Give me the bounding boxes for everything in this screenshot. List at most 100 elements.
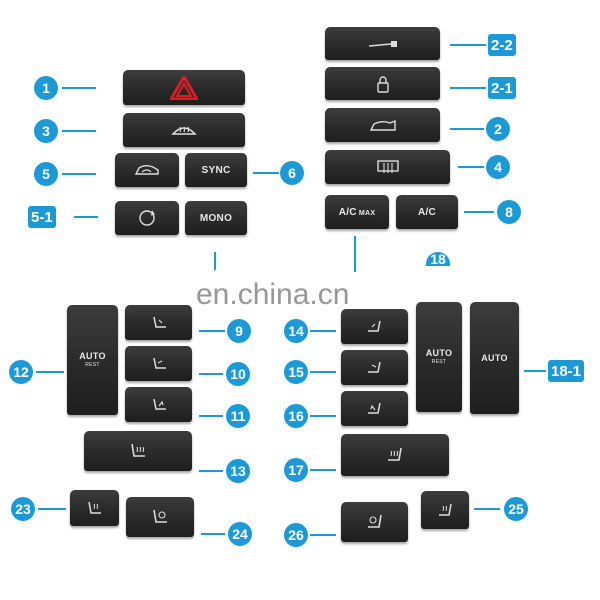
leader-line bbox=[38, 508, 66, 510]
callout-13: 13 bbox=[226, 459, 250, 483]
circular-arrow-icon bbox=[137, 208, 157, 228]
front-defrost-button[interactable] bbox=[123, 113, 245, 147]
leader-line bbox=[36, 371, 64, 373]
rest-mid-label: REST bbox=[431, 359, 447, 365]
leader-line bbox=[62, 130, 96, 132]
auto-left-label: AUTO bbox=[79, 351, 106, 361]
callout-10: 10 bbox=[226, 362, 250, 386]
seat-ventilation-icon bbox=[150, 507, 170, 527]
auto-recirc-button[interactable] bbox=[115, 201, 179, 235]
watermark: en.china.cn bbox=[196, 278, 350, 311]
leader-line bbox=[310, 469, 336, 471]
callout-26: 26 bbox=[284, 523, 308, 547]
seat-lumbar-icon bbox=[150, 356, 168, 372]
leader-line bbox=[450, 44, 486, 46]
leader-line bbox=[62, 173, 96, 175]
recirculation-button[interactable] bbox=[115, 153, 179, 187]
windshield-defrost-icon bbox=[171, 122, 197, 138]
leader-line bbox=[199, 415, 223, 417]
callout-5-1: 5-1 bbox=[28, 206, 56, 228]
seat-heat-icon bbox=[385, 445, 405, 465]
callout-11: 11 bbox=[226, 404, 250, 428]
seat-lumbar-left-button[interactable] bbox=[125, 346, 192, 381]
auto-rest-left-button[interactable]: AUTO REST bbox=[67, 305, 118, 415]
callout-18: 18 bbox=[426, 252, 450, 266]
mono-button[interactable]: MONO bbox=[185, 201, 247, 235]
seat-heat-icon bbox=[128, 441, 148, 461]
rear-window-defrost-icon bbox=[376, 159, 400, 175]
callout-3: 3 bbox=[34, 119, 58, 143]
seat-bolster-left-button[interactable] bbox=[125, 305, 192, 340]
trunk-open-button[interactable] bbox=[325, 108, 440, 142]
seat-heat-small-left-button[interactable] bbox=[70, 490, 119, 526]
callout-2: 2 bbox=[486, 117, 510, 141]
ac-max-label: A/C bbox=[338, 206, 357, 218]
seat-massage-right-button[interactable] bbox=[341, 391, 408, 426]
ac-max-sub-label: MAX bbox=[358, 209, 376, 217]
seat-heat-icon bbox=[436, 501, 454, 519]
leader-line bbox=[310, 371, 336, 373]
leader-line bbox=[458, 166, 484, 168]
callout-23: 23 bbox=[11, 497, 35, 521]
ac-button[interactable]: A/C bbox=[396, 195, 458, 229]
trunk-lock-button[interactable] bbox=[325, 67, 440, 100]
seat-lumbar-right-button[interactable] bbox=[341, 350, 408, 385]
seat-massage-icon bbox=[150, 397, 168, 413]
lock-icon bbox=[376, 75, 390, 93]
callout-16: 16 bbox=[284, 404, 308, 428]
hazard-button[interactable] bbox=[123, 70, 245, 105]
seat-lumbar-icon bbox=[366, 360, 384, 376]
seat-ventilate-right-button[interactable] bbox=[341, 502, 408, 542]
seat-bolster-icon bbox=[366, 319, 384, 335]
rest-left-label: REST bbox=[85, 362, 100, 368]
callout-2-2: 2-2 bbox=[488, 34, 516, 56]
hazard-triangle-icon bbox=[170, 75, 198, 100]
trunk-close-button[interactable] bbox=[325, 27, 440, 60]
leader-line bbox=[450, 87, 486, 89]
callout-2-1: 2-1 bbox=[488, 77, 516, 99]
callout-17: 17 bbox=[284, 458, 308, 482]
seat-heat-icon bbox=[86, 499, 104, 517]
callout-8: 8 bbox=[497, 200, 521, 224]
leader-line bbox=[310, 330, 336, 332]
seat-heat-small-right-button[interactable] bbox=[421, 491, 469, 529]
callout-24: 24 bbox=[228, 522, 252, 546]
callout-4: 4 bbox=[486, 155, 510, 179]
callout-6: 6 bbox=[280, 161, 304, 185]
leader-line bbox=[199, 373, 223, 375]
rear-defrost-button[interactable] bbox=[325, 150, 450, 184]
seat-bolster-right-button[interactable] bbox=[341, 309, 408, 344]
leader-line bbox=[74, 216, 98, 218]
seat-massage-icon bbox=[366, 401, 384, 417]
auto-rest-mid-button[interactable]: AUTO REST bbox=[416, 302, 462, 412]
callout-1: 1 bbox=[34, 76, 58, 100]
car-recirculation-icon bbox=[133, 162, 161, 178]
callout-25: 25 bbox=[504, 497, 528, 521]
trunk-close-icon bbox=[367, 39, 399, 49]
seat-heat-right-button[interactable] bbox=[341, 434, 449, 476]
auto-right-label: AUTO bbox=[481, 352, 508, 363]
leader-line bbox=[310, 415, 336, 417]
seat-massage-left-button[interactable] bbox=[125, 387, 192, 422]
leader-line bbox=[214, 252, 216, 270]
seat-ventilation-icon bbox=[365, 512, 385, 532]
car-trunk-open-icon bbox=[368, 117, 398, 133]
auto-mid-label: AUTO bbox=[425, 348, 453, 358]
leader-line bbox=[450, 128, 484, 130]
leader-line bbox=[310, 534, 336, 536]
seat-ventilate-left-button[interactable] bbox=[126, 497, 194, 537]
auto-right-button[interactable]: AUTO bbox=[470, 302, 519, 414]
sync-button[interactable]: SYNC bbox=[185, 153, 247, 187]
seat-bolster-icon bbox=[150, 315, 168, 331]
leader-line bbox=[199, 470, 223, 472]
leader-line bbox=[354, 236, 356, 272]
leader-line bbox=[199, 330, 225, 332]
callout-5: 5 bbox=[34, 162, 58, 186]
callout-12: 12 bbox=[9, 360, 33, 384]
seat-heat-left-button[interactable] bbox=[84, 431, 192, 471]
leader-line bbox=[253, 172, 279, 174]
callout-14: 14 bbox=[284, 319, 308, 343]
leader-line bbox=[474, 508, 500, 510]
